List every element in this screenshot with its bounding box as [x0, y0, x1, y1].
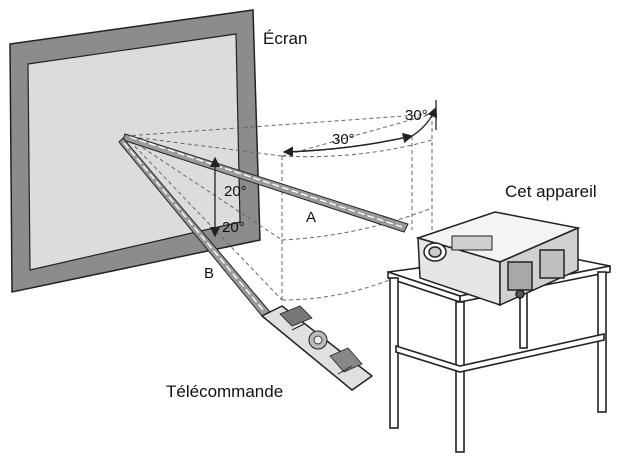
projector	[415, 211, 581, 307]
remote-control	[260, 305, 374, 391]
up-angle-label: 20°	[224, 183, 247, 200]
angle-arrows	[209, 100, 438, 238]
beam-b-label: B	[204, 265, 215, 282]
device-label: Cet appareil	[505, 182, 597, 201]
down-angle-label: 20°	[222, 219, 245, 236]
vertical-tilt-angle-label: 30°	[405, 107, 428, 124]
projection-screen	[9, 9, 261, 293]
horizontal-angle-label: 30°	[332, 131, 355, 148]
beam-a	[122, 133, 409, 233]
beam-a-label: A	[306, 209, 317, 226]
remote-label: Télécommande	[166, 382, 284, 401]
screen-label: Écran	[263, 29, 308, 48]
